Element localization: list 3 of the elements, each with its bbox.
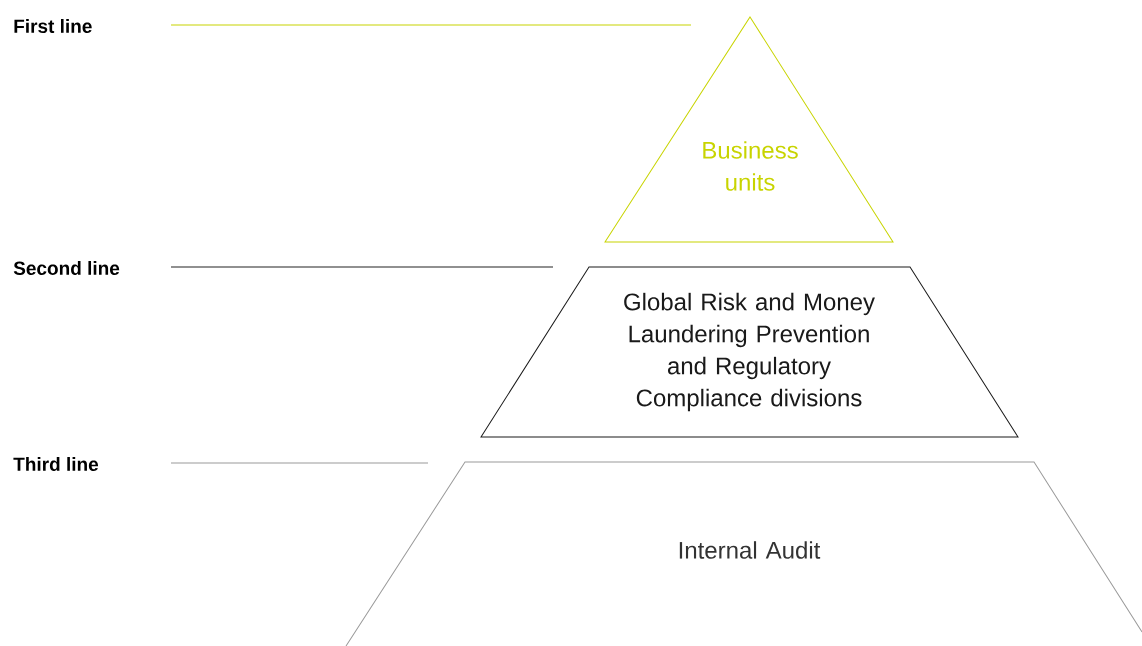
row-label: Third line xyxy=(13,457,99,471)
row-label: First line xyxy=(14,19,92,33)
row-label: Second line xyxy=(13,261,120,275)
